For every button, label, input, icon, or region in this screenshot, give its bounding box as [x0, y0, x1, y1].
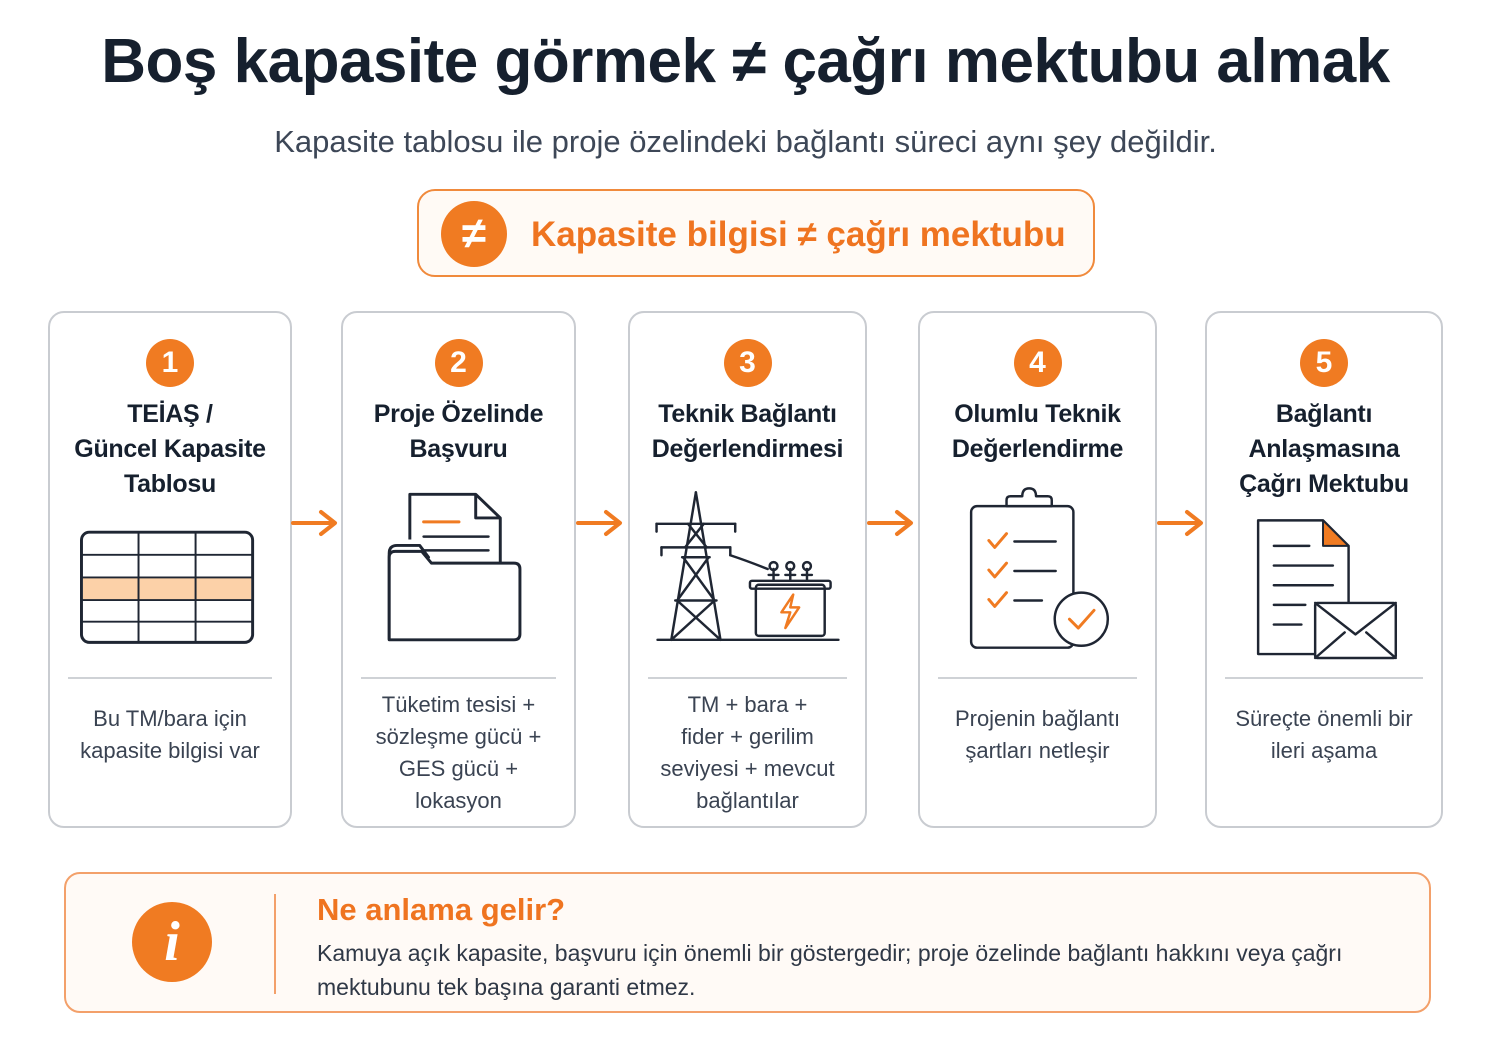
card-divider — [361, 677, 556, 679]
step-description: TM + bara + fider + gerilim seviyesi + m… — [640, 689, 855, 817]
step-title-line: Güncel Kapasite — [74, 435, 266, 463]
info-box: i Ne anlama gelir? Kamuya açık kapasite,… — [64, 872, 1431, 1013]
step-title: Bağlantı Anlaşmasına Çağrı Mektubu — [1215, 397, 1433, 502]
info-body: Kamuya açık kapasite, başvuru için öneml… — [317, 940, 1343, 1000]
step-title-line: Teknik Bağlantı — [658, 400, 837, 428]
step-description: Süreçte önemli bir ileri aşama — [1217, 703, 1431, 767]
step-title-line: Tablosu — [124, 470, 216, 498]
arrow-right-icon — [1157, 510, 1203, 536]
step-description-line: sözleşme gücü + — [375, 724, 542, 749]
arrow-right-icon — [867, 510, 913, 536]
step-number: 4 — [1013, 339, 1062, 387]
step-title-line: Değerlendirme — [951, 435, 1124, 463]
step-title-line: Çağrı Mektubu — [1239, 470, 1409, 498]
card-divider — [68, 677, 272, 679]
arrow-right-icon — [291, 510, 337, 536]
step-card-5: 5 Bağlantı Anlaşmasına Çağrı Mektubu Sür… — [1205, 311, 1443, 828]
step-description-line: kapasite bilgisi var — [80, 738, 260, 763]
key-message-badge: ≠ Kapasite bilgisi ≠ çağrı mektubu — [417, 189, 1095, 277]
folder-document-icon — [387, 492, 522, 642]
step-number: 2 — [434, 339, 483, 387]
step-description-line: Süreçte önemli bir — [1235, 706, 1413, 731]
step-title-line: Bağlantı — [1275, 400, 1373, 428]
info-icon: i — [132, 902, 212, 982]
step-description: Projenin bağlantı şartları netleşir — [930, 703, 1145, 767]
step-title: TEİAŞ / Güncel Kapasite Tablosu — [58, 397, 282, 502]
step-title-line: TEİAŞ / — [127, 400, 213, 428]
step-card-3: 3 Teknik Bağlantı Değerlendirmesi — [628, 311, 867, 828]
step-description-line: fider + gerilim — [681, 724, 814, 749]
step-description-line: bağlantılar — [696, 788, 799, 813]
page-title: Boş kapasite görmek ≠ çağrı mektubu alma… — [101, 27, 1390, 96]
not-equal-icon: ≠ — [441, 201, 507, 267]
step-description-line: Bu TM/bara için — [93, 706, 247, 731]
power-tower-transformer-icon — [655, 491, 840, 642]
card-divider — [1225, 677, 1423, 679]
step-description-line: ileri aşama — [1270, 738, 1378, 763]
step-title-line: Başvuru — [409, 435, 508, 463]
page-subtitle: Kapasite tablosu ile proje özelindeki ba… — [274, 124, 1217, 159]
step-title: Olumlu Teknik Değerlendirme — [928, 397, 1147, 467]
card-divider — [648, 677, 847, 679]
step-description-line: Projenin bağlantı — [954, 706, 1121, 731]
step-title-line: Anlaşmasına — [1248, 435, 1400, 463]
step-description-line: TM + bara + — [687, 692, 808, 717]
step-description-line: şartları netleşir — [965, 738, 1110, 763]
key-message-text: Kapasite bilgisi ≠ çağrı mektubu — [531, 215, 1066, 254]
step-number: 1 — [146, 339, 194, 387]
step-card-4: 4 Olumlu Teknik Değerlendirme Projenin b… — [918, 311, 1157, 828]
step-description-line: GES gücü + — [398, 756, 519, 781]
step-title-line: Değerlendirmesi — [651, 435, 844, 463]
step-description-line: lokasyon — [415, 788, 502, 813]
card-divider — [938, 677, 1137, 679]
step-number: 5 — [1300, 339, 1348, 387]
document-envelope-icon — [1256, 519, 1398, 660]
step-description: Tüketim tesisi + sözleşme gücü + GES güc… — [353, 689, 564, 817]
info-divider — [274, 894, 276, 994]
step-description: Bu TM/bara için kapasite bilgisi var — [60, 703, 280, 767]
step-card-1: 1 TEİAŞ / Güncel Kapasite Tablosu Bu TM/… — [48, 311, 292, 828]
step-description-line: seviyesi + mevcut — [660, 756, 835, 781]
step-card-2: 2 Proje Özelinde Başvuru Tüketim tesisi … — [341, 311, 576, 828]
step-title: Proje Özelinde Başvuru — [351, 397, 566, 467]
info-heading: Ne anlama gelir? — [317, 892, 566, 927]
step-number: 3 — [723, 339, 772, 387]
step-title-line: Proje Özelinde — [373, 400, 544, 428]
clipboard-check-icon — [969, 487, 1110, 649]
step-title: Teknik Bağlantı Değerlendirmesi — [638, 397, 857, 467]
table-icon — [79, 530, 255, 644]
step-title-line: Olumlu Teknik — [954, 400, 1121, 428]
step-description-line: Tüketim tesisi + — [381, 692, 536, 717]
arrow-right-icon — [576, 510, 622, 536]
